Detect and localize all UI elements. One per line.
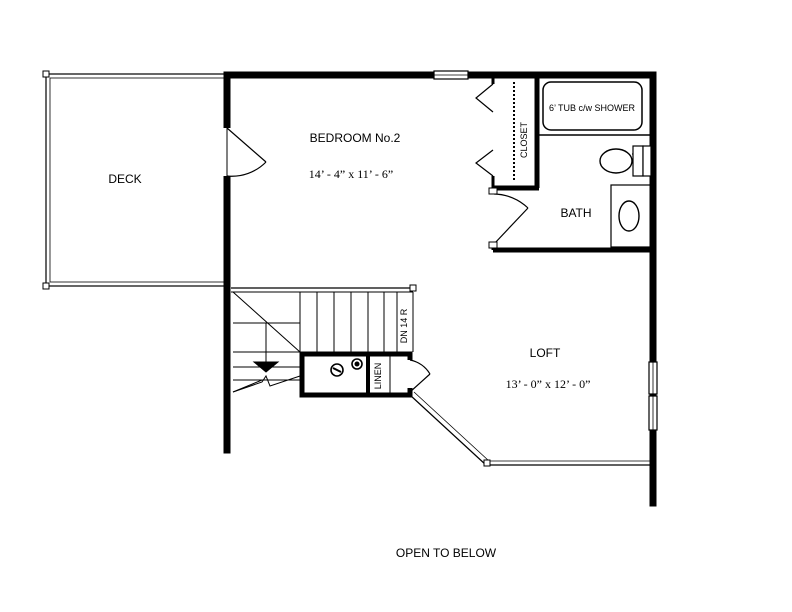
mechanical-fixture — [330, 358, 363, 377]
loft-dimensions: 13’ - 0” x 12’ - 0” — [506, 377, 591, 391]
closet-door-opening — [490, 84, 496, 176]
linen-closet: LINEN — [299, 351, 431, 398]
bath-door-jamb-top — [488, 187, 498, 195]
deck-label: DECK — [108, 172, 141, 186]
vanity-sink — [610, 184, 652, 248]
deck-door — [223, 127, 267, 177]
east-window-lower — [648, 395, 658, 431]
deck-post-nw — [42, 70, 50, 78]
bedroom-dimensions: 14’ - 4” x 11’ - 6” — [309, 167, 393, 181]
linen-label: LINEN — [373, 363, 383, 390]
bath-door-jamb-bottom — [488, 241, 498, 249]
loft-label: LOFT — [530, 346, 561, 360]
east-window-upper — [648, 361, 658, 395]
closet-label: CLOSET — [519, 121, 529, 158]
loft: LOFT 13’ - 0” x 12’ - 0” — [409, 346, 651, 467]
stairs-label: DN 14 R — [399, 308, 409, 343]
closet-bifold-lower — [475, 149, 494, 177]
bath-label: BATH — [560, 206, 591, 220]
exterior-walls — [223, 71, 657, 507]
bedroom-no-2: BEDROOM No.2 14’ - 4” x 11’ - 6” — [309, 131, 401, 181]
bath-door-swing — [493, 193, 529, 209]
closet-bifold-upper — [475, 83, 494, 113]
deck-post-sw — [42, 282, 50, 290]
toilet — [599, 145, 652, 177]
north-window — [433, 70, 469, 80]
bath: 6’ TUB c/w SHOWER BATH — [488, 81, 653, 253]
bathtub: 6’ TUB c/w SHOWER — [539, 81, 651, 136]
tub-label: 6’ TUB c/w SHOWER — [549, 103, 636, 113]
stairs: DN 14 R — [231, 284, 417, 393]
open-to-below-note: OPEN TO BELOW — [396, 546, 497, 560]
bedroom-label: BEDROOM No.2 — [310, 131, 401, 145]
bath-door-leaf — [493, 207, 529, 245]
closet: CLOSET — [475, 75, 540, 191]
loft-angled-rail — [409, 394, 487, 466]
